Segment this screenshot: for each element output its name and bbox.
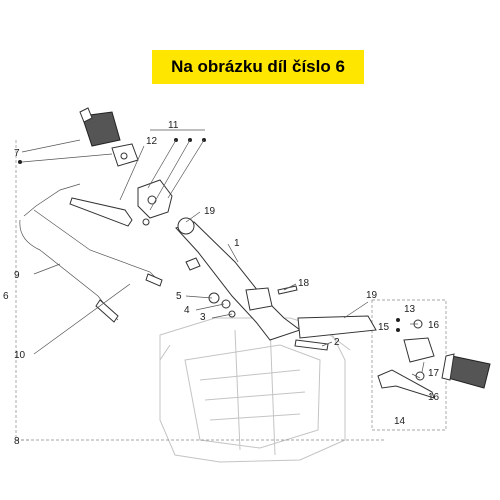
scooter-frame-ghost [159,317,351,463]
screw [277,285,298,295]
label-part-14: 14 [394,416,406,427]
clip [185,257,201,271]
handlebar-clamp [208,287,273,318]
group-boundaries [15,129,447,441]
control-cable [33,209,163,287]
throttle-cable [19,183,119,323]
label-part-15: 15 [378,322,390,333]
label-part-9: 9 [14,270,20,281]
label-part-13: 13 [404,304,416,315]
left-master-cylinder [137,179,173,226]
right-brake-lever [377,369,435,399]
bolt [294,339,329,351]
right-grip [441,353,491,389]
label-part-3: 3 [200,312,206,323]
highlight-banner: Na obrázku díl číslo 6 [152,50,364,84]
label-part-4: 4 [184,305,190,316]
label-part-11: 11 [168,120,179,131]
label-part-1: 1 [234,238,240,249]
handlebar-tube [175,217,377,341]
label-part-19-right: 19 [366,290,378,301]
left-brake-lever [69,197,133,227]
label-part-10: 10 [14,350,26,361]
reference-dots [18,138,400,332]
label-part-17: 17 [428,368,440,379]
left-grip [79,107,121,147]
label-part-19-left: 19 [204,206,216,217]
label-part-12: 12 [146,136,158,147]
label-part-7: 7 [14,148,20,159]
label-part-2: 2 [334,337,340,348]
left-switch-housing [111,143,139,167]
label-part-16-top: 16 [428,320,440,331]
label-part-16-bottom: 16 [428,392,440,403]
label-part-6: 6 [3,291,9,302]
leader-lines [21,139,425,379]
label-part-5: 5 [176,291,182,302]
banner-text: Na obrázku díl číslo 6 [171,57,345,76]
label-part-18: 18 [298,278,310,289]
label-part-8: 8 [14,436,20,447]
